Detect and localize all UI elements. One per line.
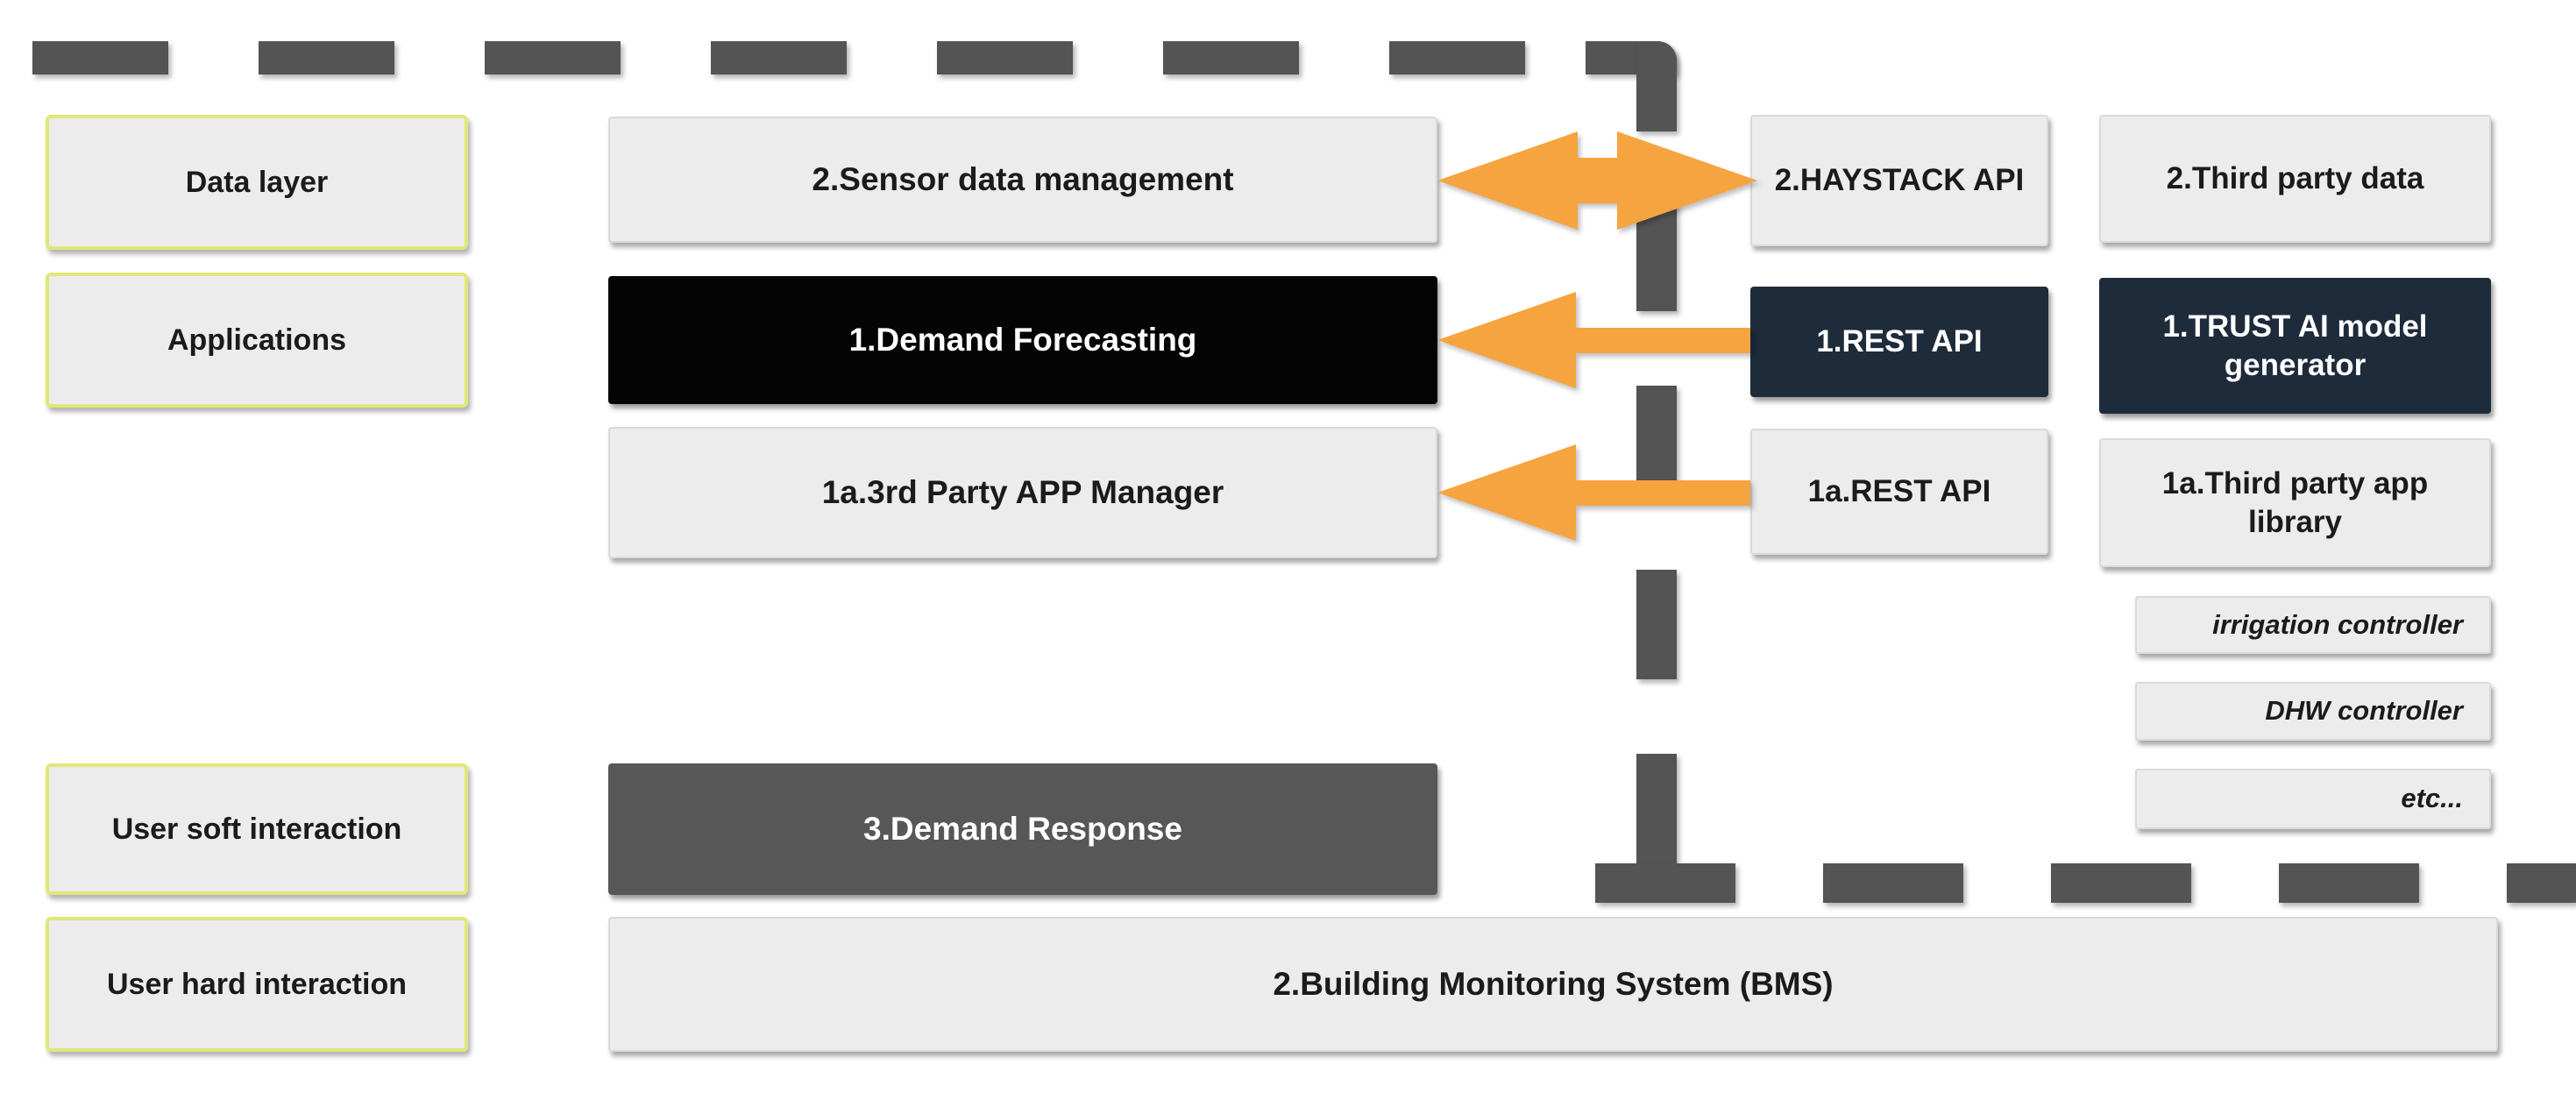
arrow-bar — [1567, 158, 1623, 203]
box-third-party-data: 2.Third party data — [2099, 115, 2491, 243]
box-sensor-data-management: 2.Sensor data management — [608, 117, 1437, 243]
box-dhw-controller: DHW controller — [2135, 682, 2491, 741]
box-trust-ai-model-generator: 1.TRUST AI model generator — [2099, 278, 2491, 414]
label-user-hard-interaction: User hard interaction — [46, 917, 468, 1052]
dashed-corner-vertical — [1636, 41, 1677, 131]
box-3rd-party-app-manager: 1a.3rd Party APP Manager — [608, 427, 1437, 558]
box-irrigation-controller: irrigation controller — [2135, 596, 2491, 654]
dashed-line-vertical — [1636, 202, 1677, 863]
arrow-shaft — [1569, 328, 1750, 353]
box-etc: etc... — [2135, 769, 2491, 829]
label-applications: Applications — [46, 273, 468, 408]
arrow-head-left — [1437, 131, 1578, 230]
box-haystack-api: 2.HAYSTACK API — [1750, 115, 2048, 246]
label-data-layer: Data layer — [46, 115, 468, 250]
box-building-monitoring-system: 2.Building Monitoring System (BMS) — [608, 917, 2498, 1052]
dashed-line-top — [32, 41, 1525, 75]
box-third-party-app-library: 1a.Third party app library — [2099, 438, 2491, 567]
box-demand-forecasting: 1.Demand Forecasting — [608, 276, 1437, 404]
box-demand-response: 3.Demand Response — [608, 763, 1437, 895]
arrow-head-left — [1437, 292, 1576, 388]
arrow-head-left — [1437, 444, 1576, 541]
arrow-head-right — [1617, 131, 1757, 230]
label-user-soft-interaction: User soft interaction — [46, 763, 468, 895]
dashed-line-bottom — [1595, 863, 2576, 903]
arrow-shaft — [1569, 480, 1750, 506]
box-rest-api-1a: 1a.REST API — [1750, 429, 2048, 555]
box-rest-api-1: 1.REST API — [1750, 287, 2048, 397]
